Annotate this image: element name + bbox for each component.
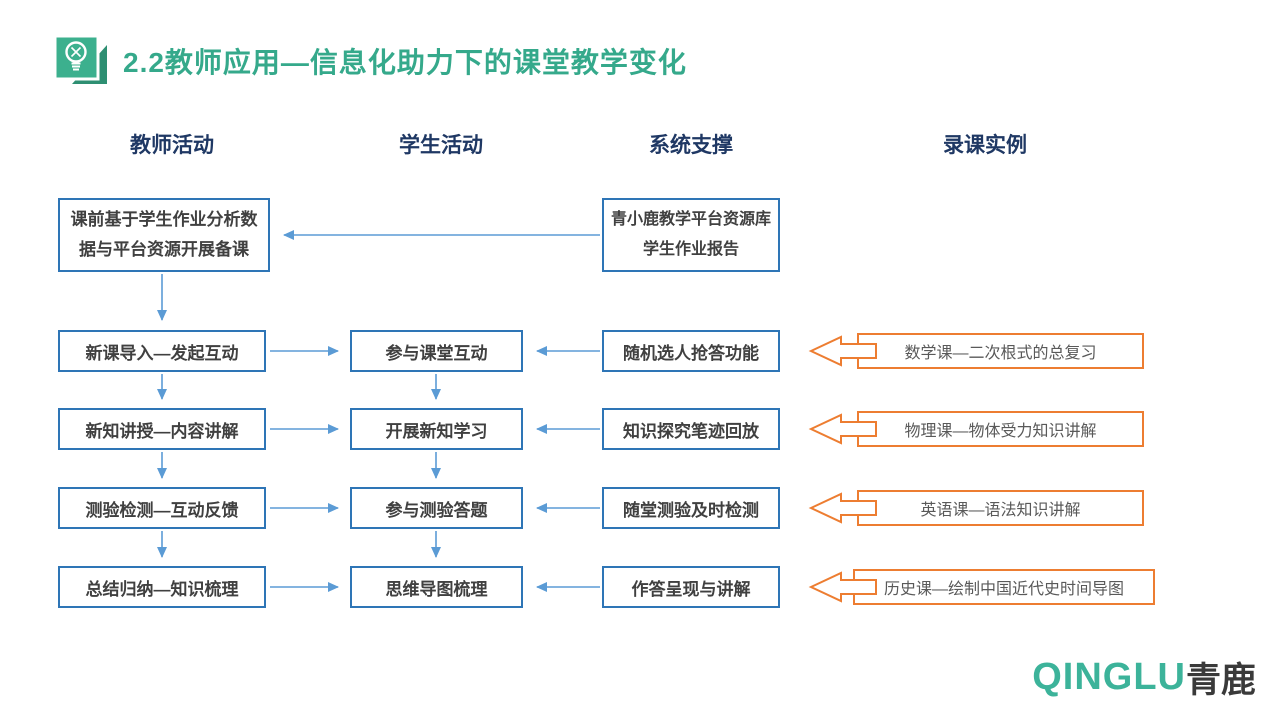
orange-callout-arrows bbox=[808, 335, 877, 603]
student-step-box: 参与测验答题 bbox=[350, 487, 523, 529]
lesson-example-box: 物理课—物体受力知识讲解 bbox=[857, 411, 1144, 447]
column-header-teacher: 教师活动 bbox=[130, 134, 214, 157]
system-step-box: 知识探究笔迹回放 bbox=[602, 408, 780, 450]
teacher-step-box: 总结归纳—知识梳理 bbox=[58, 566, 266, 608]
logo-latin-text: QINGLU bbox=[1032, 656, 1186, 698]
page-title: 2.2教师应用—信息化助力下的课堂教学变化 bbox=[123, 47, 687, 78]
system-step-box: 作答呈现与讲解 bbox=[602, 566, 780, 608]
lesson-example-box: 英语课—语法知识讲解 bbox=[857, 490, 1144, 526]
system-step-box: 随机选人抢答功能 bbox=[602, 330, 780, 372]
column-header-system: 系统支撑 bbox=[649, 134, 733, 157]
system-prep-line2: 学生作业报告 bbox=[642, 241, 739, 258]
teacher-prep-line1: 课前基于学生作业分析数 bbox=[70, 210, 258, 229]
teacher-step-box: 新课导入—发起互动 bbox=[58, 330, 266, 372]
teacher-step-box: 测验检测—互动反馈 bbox=[58, 487, 266, 529]
title-block: 2.2教师应用—信息化助力下的课堂教学变化 bbox=[55, 36, 687, 86]
lightbulb-icon bbox=[55, 36, 107, 84]
column-header-student: 学生活动 bbox=[399, 134, 483, 157]
brand-logo: QINGLU 青鹿 bbox=[1032, 652, 1256, 703]
student-step-box: 参与课堂互动 bbox=[350, 330, 523, 372]
system-step-box: 随堂测验及时检测 bbox=[602, 487, 780, 529]
system-prep-line1: 青小鹿教学平台资源库 bbox=[610, 211, 771, 228]
lesson-example-box: 历史课—绘制中国近代史时间导图 bbox=[853, 569, 1155, 605]
logo-cjk-text: 青鹿 bbox=[1185, 661, 1256, 700]
student-step-box: 思维导图梳理 bbox=[350, 566, 523, 608]
student-step-box: 开展新知学习 bbox=[350, 408, 523, 450]
column-header-examples: 录课实例 bbox=[943, 134, 1027, 157]
teacher-prep-line2: 据与平台资源开展备课 bbox=[79, 240, 249, 259]
teacher-step-box: 新知讲授—内容讲解 bbox=[58, 408, 266, 450]
system-prep-box: 青小鹿教学平台资源库 学生作业报告 bbox=[602, 198, 780, 272]
teacher-prep-box: 课前基于学生作业分析数 据与平台资源开展备课 bbox=[58, 198, 270, 272]
lesson-example-box: 数学课—二次根式的总复习 bbox=[857, 333, 1144, 369]
